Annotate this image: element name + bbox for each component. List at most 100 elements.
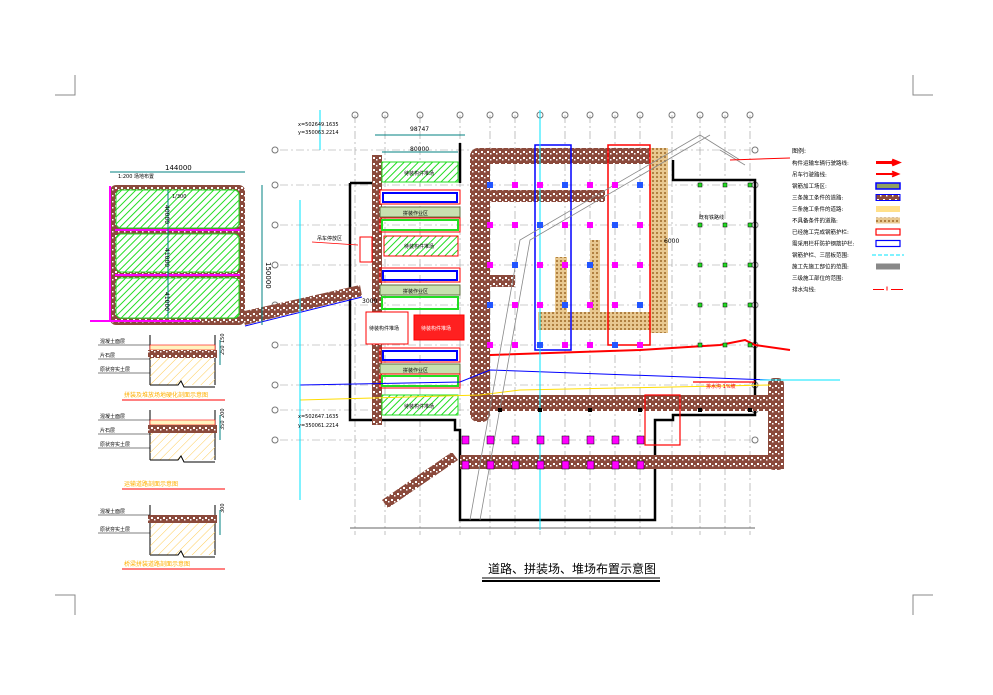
column-marker <box>638 408 642 412</box>
section-dim: 150 <box>220 333 226 343</box>
column-marker <box>536 460 545 470</box>
pile-storage-area: 144000 150000 40000 41000 41000 1/300 1:… <box>90 164 363 327</box>
column-marker <box>587 222 593 228</box>
legend-symbol-box <box>875 228 901 236</box>
coord-top-x: x=502649.1635 <box>298 122 339 128</box>
stack-label: 待装构件堆场 <box>404 403 434 410</box>
dim-144000: 144000 <box>165 164 192 172</box>
drawing-title: 道路、拼装场、堆场布置示意图 <box>488 561 656 576</box>
column-marker <box>612 182 618 188</box>
dim-6000: 6000 <box>664 238 679 245</box>
coord-x: x=502647.1635 <box>298 414 339 420</box>
grid-axis-bubble <box>351 111 359 119</box>
storage-stacks: 待装构件堆场 拼装作业区 待装构件堆场 拼装作业区 待装构件堆场 待装构件堆场 … <box>311 126 679 416</box>
column-marker <box>562 302 568 308</box>
column-marker <box>637 222 643 228</box>
column-marker <box>562 222 568 228</box>
column-marker <box>722 262 728 268</box>
column-marker <box>512 342 518 348</box>
column-marker <box>512 262 518 268</box>
grid-axis-bubble <box>271 181 279 189</box>
legend-item-label: 不具备条件的道路: <box>792 217 838 225</box>
legend-item-label: 已经施工完成钢筋护栏: <box>792 228 849 236</box>
grid-axis-bubble <box>271 381 279 389</box>
legend-item-label: 三条施工条件的道路: <box>792 194 844 202</box>
concrete-layer <box>148 515 217 523</box>
column-marker <box>697 342 703 348</box>
legend-symbol-box <box>875 239 901 248</box>
grid-axis-bubble <box>751 436 759 444</box>
column-marker <box>537 222 543 228</box>
section-caption: 桥梁拼装道路剖面示意图 <box>124 560 190 568</box>
break-line <box>150 455 215 463</box>
column-marker <box>537 342 543 348</box>
soil-layer <box>150 523 215 555</box>
grid-axis-bubble <box>561 111 569 119</box>
grid-axis-bubble <box>486 111 494 119</box>
legend-symbol-box <box>875 194 901 201</box>
break-line <box>150 550 215 558</box>
column-marker <box>698 408 702 412</box>
column-marker <box>747 342 753 348</box>
grid-axis-bubble <box>381 111 389 119</box>
column-marker <box>512 302 518 308</box>
legend-heading: 图例: <box>792 147 806 155</box>
column-marker <box>537 182 543 188</box>
rubble-layer <box>148 350 217 358</box>
coord-y: y=350061.2214 <box>298 423 339 429</box>
dim-41000: 41000 <box>163 248 170 267</box>
crane-label: 吊车停放区 <box>317 235 342 242</box>
dim-40000: 40000 <box>163 205 170 224</box>
legend-item-label: 三条施工条件的道路: <box>792 205 844 213</box>
column-marker <box>562 342 568 348</box>
dim-150000: 150000 <box>264 262 272 289</box>
grid-axis-bubble <box>586 111 594 119</box>
slope-label: 1/300 <box>172 194 186 200</box>
grid-axis-bubble <box>456 111 464 119</box>
legend-item-label: 钢筋护栏、三层板范围: <box>792 251 849 259</box>
layer-label: 片石层 <box>100 352 115 359</box>
grid-axis-bubble <box>746 111 754 119</box>
grid-axis-bubble <box>751 146 759 154</box>
column-marker <box>498 408 502 412</box>
column-marker <box>586 435 595 445</box>
stack-red-label: 待装构件堆场 <box>421 325 451 332</box>
legend-symbol-line <box>873 286 903 291</box>
column-marker <box>747 222 753 228</box>
dim-41000: 41000 <box>163 292 170 311</box>
break-line <box>150 380 215 388</box>
column-marker <box>697 302 703 308</box>
grid-axis-bubble <box>721 111 729 119</box>
column-marker <box>612 342 618 348</box>
column-marker <box>511 460 520 470</box>
column-marker <box>587 262 593 268</box>
column-marker <box>748 408 752 412</box>
legend-item-label: 钢筋加工场区: <box>792 182 827 190</box>
dim-3000: 3000 <box>362 298 377 305</box>
column-marker <box>587 342 593 348</box>
column-marker <box>587 182 593 188</box>
legend-symbol-box <box>875 182 901 190</box>
column-marker <box>537 302 543 308</box>
column-marker <box>611 435 620 445</box>
column-marker <box>588 408 592 412</box>
coord-top-y: y=350063.2214 <box>298 130 339 136</box>
column-marker <box>487 262 493 268</box>
column-marker <box>747 302 753 308</box>
column-marker <box>612 222 618 228</box>
layer-label: 混凝土面层 <box>100 508 125 515</box>
column-marker <box>486 460 495 470</box>
zone-red-small <box>644 394 681 446</box>
grid-axis-bubble <box>271 221 279 229</box>
column-marker <box>537 262 543 268</box>
column-marker <box>697 182 703 188</box>
column-markers <box>461 182 753 470</box>
assembly-label: 拼装作业区 <box>403 367 428 374</box>
column-marker <box>637 182 643 188</box>
grid-axis-bubble <box>271 341 279 349</box>
legend-symbol-box <box>876 206 900 212</box>
